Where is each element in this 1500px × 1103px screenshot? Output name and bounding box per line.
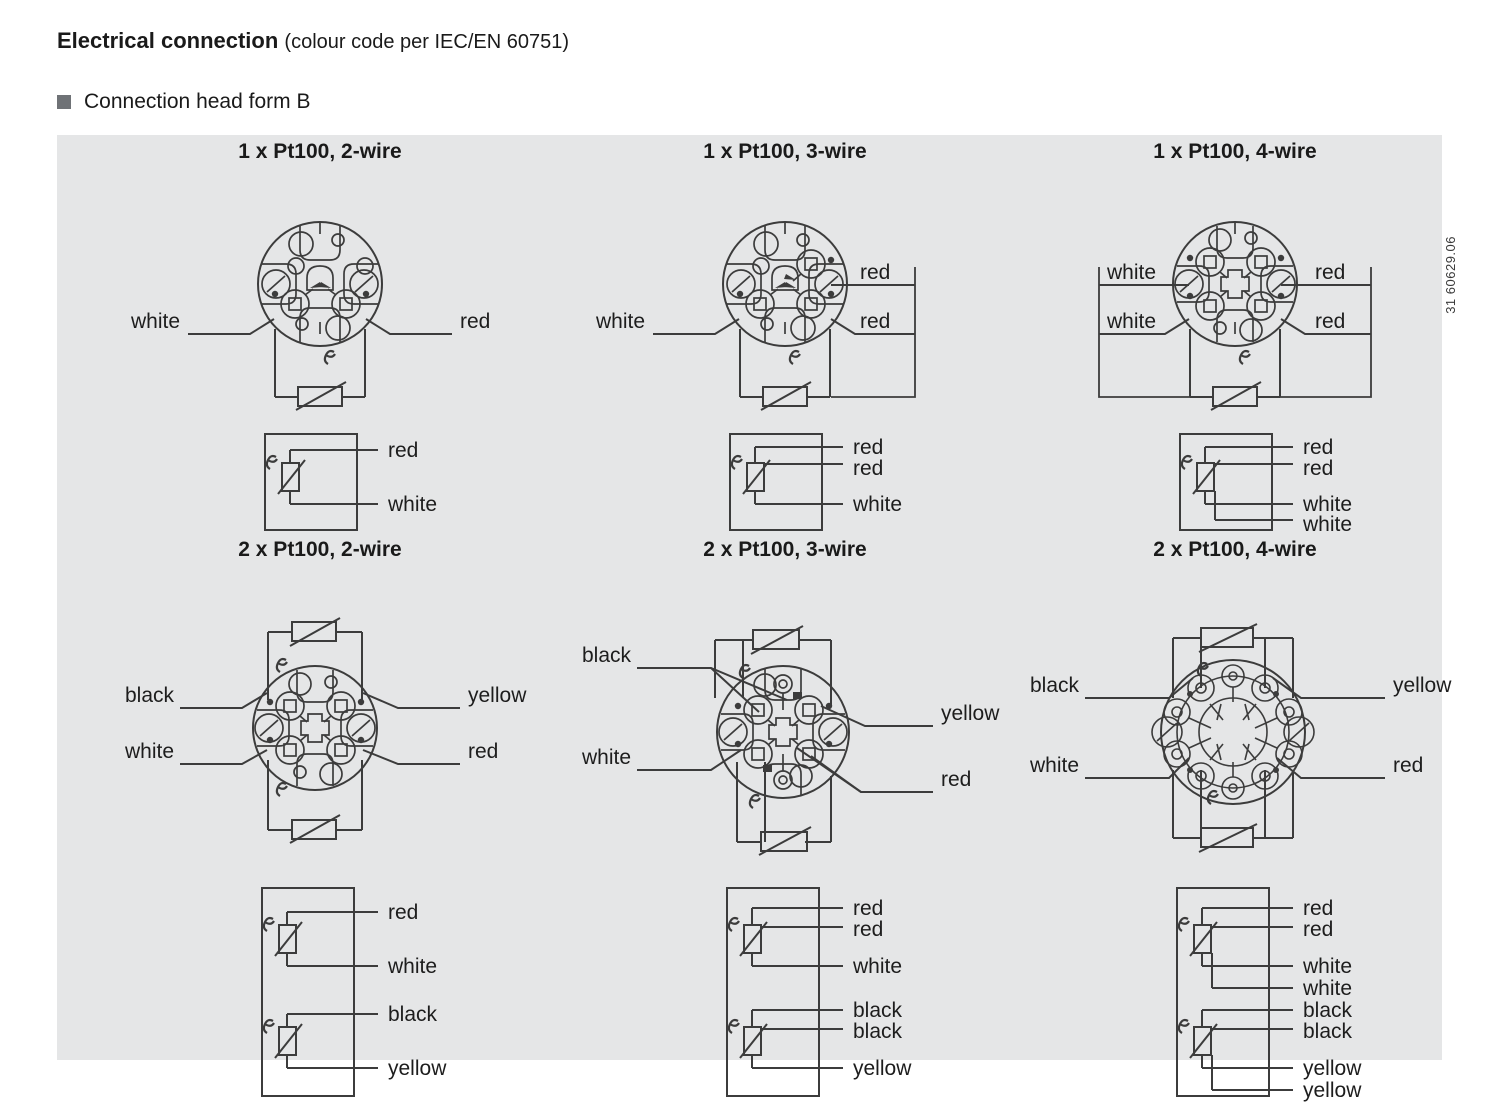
diagram-1x-pt100-4-wire: 1 x Pt100, 4-wire <box>1065 140 1405 536</box>
head-label-right-0: yellow <box>468 684 527 707</box>
schematic-label-2: white <box>1302 955 1352 978</box>
head-label-left-0: black <box>582 644 632 667</box>
diagram-title: 2 x Pt100, 3-wire <box>703 538 867 561</box>
schematic-label-0: red <box>853 897 883 920</box>
head-label-right-0: red <box>460 310 490 333</box>
page-title: Electrical connection (colour code per I… <box>57 27 569 56</box>
schematic-label-2: white <box>852 493 902 516</box>
schematic-label-2: black <box>388 1003 438 1026</box>
head-label-left-1: white <box>124 740 174 763</box>
head-label-left-1: white <box>1106 310 1156 333</box>
schematic-label-7: yellow <box>1303 1079 1362 1102</box>
diagram-panel <box>57 135 1442 1060</box>
diagram-title: 2 x Pt100, 4-wire <box>1153 538 1317 561</box>
head-label-right-0: yellow <box>941 702 1000 725</box>
diagram-1x-pt100-2-wire: 1 x Pt100, 2-wire <box>130 140 490 531</box>
head-label-left-0: white <box>595 310 645 333</box>
head-label-right-0: red <box>1315 261 1345 284</box>
diagram-1x-pt100-3-wire: 1 x Pt100, 3-wire <box>595 140 955 531</box>
schematic-label-1: red <box>853 918 883 941</box>
schematic-label-3: white <box>1302 977 1352 1000</box>
head-label-right-1: red <box>1393 754 1423 777</box>
schematic-label-0: red <box>388 439 418 462</box>
schematic-label-4: black <box>853 1020 903 1043</box>
diagram-title: 1 x Pt100, 2-wire <box>238 140 402 163</box>
schematic-label-5: yellow <box>853 1057 912 1080</box>
diagram-2x-pt100-3-wire: 2 x Pt100, 3-wire <box>581 538 1000 1097</box>
schematic-label-4: black <box>1303 999 1353 1022</box>
drawing-code: 31 60629.06 <box>1443 236 1458 314</box>
schematic-label-3: white <box>1302 513 1352 536</box>
head-label-left-0: white <box>1106 261 1156 284</box>
schematic-label-2: white <box>852 955 902 978</box>
head-label-right-1: red <box>860 310 890 333</box>
schematic-label-1: white <box>387 493 437 516</box>
section-heading-label: Connection head form B <box>84 90 311 113</box>
diagram-title: 1 x Pt100, 3-wire <box>703 140 867 163</box>
schematic-label-1: red <box>1303 918 1333 941</box>
schematic-label-1: red <box>853 457 883 480</box>
page-title-note: (colour code per IEC/EN 60751) <box>284 31 570 53</box>
head-label-left-0: white <box>130 310 180 333</box>
head-label-right-0: red <box>860 261 890 284</box>
diagram-2x-pt100-2-wire: 2 x Pt100, 2-wire <box>124 538 527 1097</box>
head-label-right-0: yellow <box>1393 674 1452 697</box>
schematic-label-2: white <box>1302 493 1352 516</box>
head-label-right-1: red <box>468 740 498 763</box>
head-label-left-1: white <box>581 746 631 769</box>
diagram-title: 2 x Pt100, 2-wire <box>238 538 402 561</box>
head-label-right-1: red <box>1315 310 1345 333</box>
diagram-title: 1 x Pt100, 4-wire <box>1153 140 1317 163</box>
head-label-left-0: black <box>125 684 175 707</box>
head-label-left-1: white <box>1029 754 1079 777</box>
schematic-label-0: red <box>388 901 418 924</box>
head-label-right-1: red <box>941 768 971 791</box>
schematic-label-3: black <box>853 999 903 1022</box>
diagram-2x-pt100-4-wire: 2 x Pt100, 4-wire <box>1029 538 1452 1102</box>
schematic-label-1: red <box>1303 457 1333 480</box>
page-title-main: Electrical connection <box>57 28 279 53</box>
square-bullet-icon <box>57 95 71 109</box>
schematic-label-1: white <box>387 955 437 978</box>
schematic-label-5: black <box>1303 1020 1353 1043</box>
schematic-label-0: red <box>1303 897 1333 920</box>
section-heading: Connection head form B <box>57 88 310 116</box>
schematic-label-6: yellow <box>1303 1057 1362 1080</box>
head-label-left-0: black <box>1030 674 1080 697</box>
schematic-label-0: red <box>853 436 883 459</box>
schematic-label-3: yellow <box>388 1057 447 1080</box>
schematic-label-0: red <box>1303 436 1333 459</box>
